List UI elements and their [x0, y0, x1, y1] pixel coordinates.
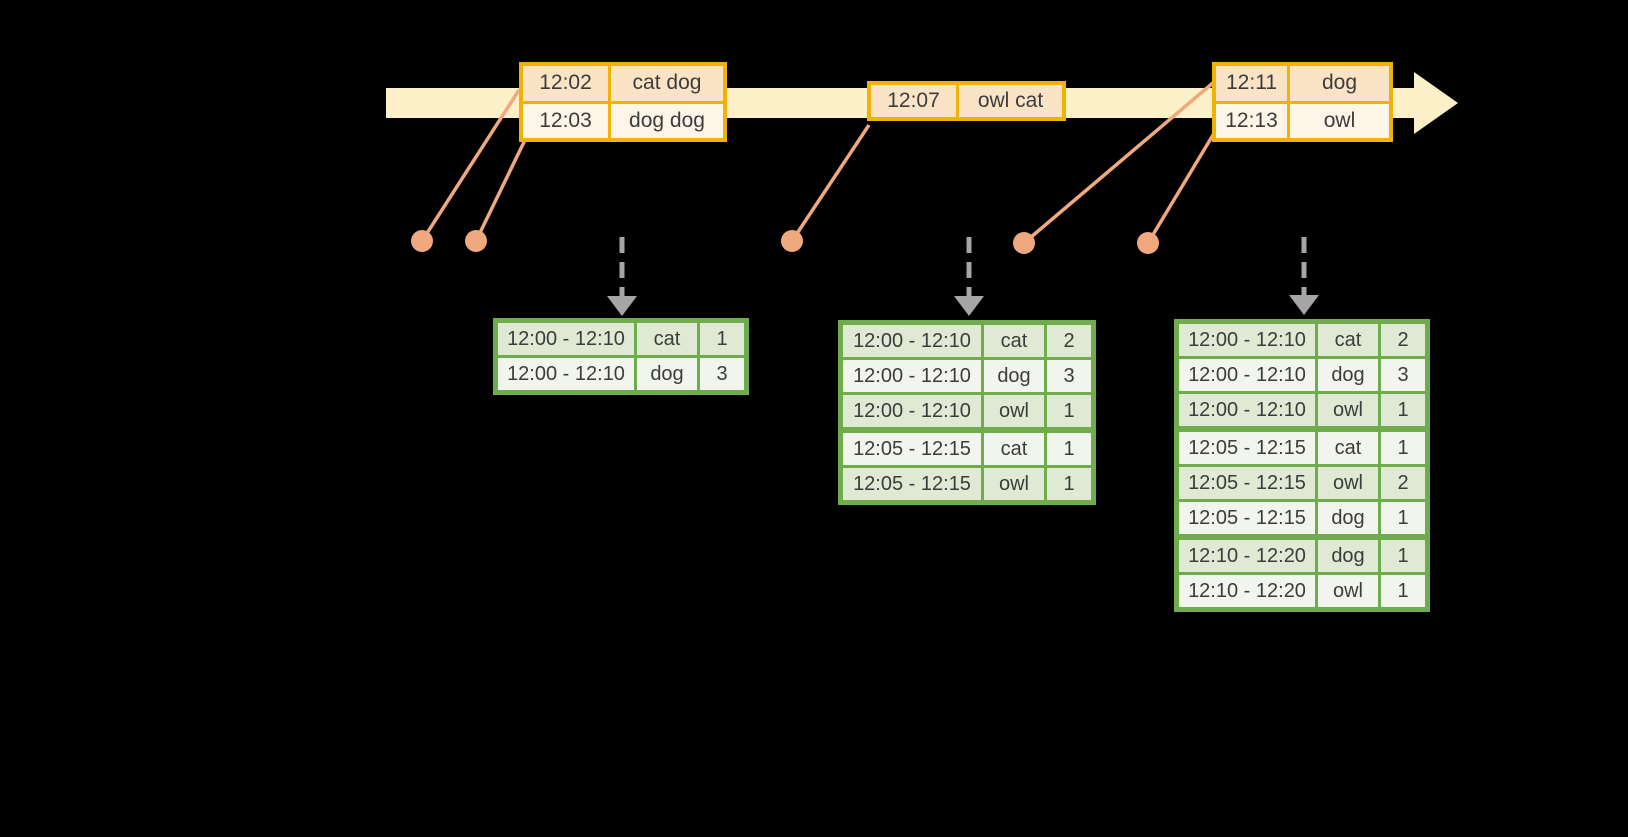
window-cell: 12:00 - 12:10	[498, 323, 634, 355]
table-row: 12:00 - 12:10 owl 1	[1179, 394, 1425, 426]
event-connector-line	[1022, 80, 1216, 245]
count-cell: 1	[1381, 575, 1425, 607]
window-cell: 12:05 - 12:15	[843, 468, 981, 500]
table-row: 12:00 - 12:10 cat 2	[1179, 324, 1425, 356]
event-dot	[411, 230, 433, 252]
count-cell: 1	[700, 323, 744, 355]
event-time: 12:02	[523, 66, 608, 101]
word-cell: owl	[1318, 575, 1378, 607]
word-cell: owl	[984, 395, 1044, 427]
word-cell: cat	[984, 325, 1044, 357]
count-cell: 3	[1381, 359, 1425, 391]
count-cell: 3	[1047, 360, 1091, 392]
event-connector-line	[474, 139, 527, 242]
word-cell: cat	[984, 433, 1044, 465]
count-cell: 3	[700, 358, 744, 390]
result-table-1: 12:00 - 12:10 cat 1 12:00 - 12:10 dog 3	[493, 318, 749, 395]
event-time: 12:07	[871, 85, 956, 117]
word-cell: cat	[1318, 324, 1378, 356]
table-row: 12:05 - 12:15 cat 1	[843, 433, 1091, 465]
window-cell: 12:10 - 12:20	[1179, 575, 1315, 607]
event-connector-line	[1146, 129, 1218, 244]
window-cell: 12:05 - 12:15	[1179, 432, 1315, 464]
table-row: 12:00 - 12:10 dog 3	[1179, 359, 1425, 391]
word-cell: cat	[637, 323, 697, 355]
table-row: 12:05 - 12:15 dog 1	[1179, 502, 1425, 534]
window-cell: 12:00 - 12:10	[843, 360, 981, 392]
table-row: 12:00 - 12:10 owl 1	[843, 395, 1091, 427]
event-words: dog dog	[611, 103, 723, 138]
window-cell: 12:05 - 12:15	[843, 433, 981, 465]
window-cell: 12:00 - 12:10	[498, 358, 634, 390]
table-row: 12:00 - 12:10 cat 2	[843, 325, 1091, 357]
count-cell: 1	[1047, 395, 1091, 427]
word-cell: owl	[984, 468, 1044, 500]
event-connector-line	[790, 124, 871, 242]
trigger-arrow-head-icon	[607, 296, 637, 316]
result-table-3: 12:00 - 12:10 cat 2 12:00 - 12:10 dog 3 …	[1174, 319, 1430, 612]
event-time: 12:03	[523, 103, 608, 138]
event-connector-line	[420, 89, 521, 242]
event-dot	[465, 230, 487, 252]
word-cell: owl	[1318, 394, 1378, 426]
window-cell: 12:00 - 12:10	[843, 325, 981, 357]
trigger-arrow-head-icon	[954, 296, 984, 316]
window-cell: 12:05 - 12:15	[1179, 467, 1315, 499]
count-cell: 2	[1381, 467, 1425, 499]
event-words: owl cat	[959, 85, 1062, 117]
event-time: 12:13	[1216, 103, 1287, 138]
word-cell: dog	[1318, 502, 1378, 534]
word-cell: dog	[984, 360, 1044, 392]
trigger-arrow-head-icon	[1289, 295, 1319, 315]
count-cell: 1	[1047, 433, 1091, 465]
table-row: 12:00 - 12:10 dog 3	[843, 360, 1091, 392]
word-cell: dog	[1318, 540, 1378, 572]
event-table-2: 12:07 owl cat	[867, 81, 1066, 121]
count-cell: 1	[1381, 502, 1425, 534]
table-row: 12:05 - 12:15 owl 1	[843, 468, 1091, 500]
window-cell: 12:00 - 12:10	[1179, 359, 1315, 391]
event-dot	[1137, 232, 1159, 254]
window-cell: 12:00 - 12:10	[843, 395, 981, 427]
event-words: owl	[1290, 103, 1389, 138]
event-words: cat dog	[611, 66, 723, 101]
window-cell: 12:05 - 12:15	[1179, 502, 1315, 534]
count-cell: 1	[1381, 394, 1425, 426]
table-row: 12:00 - 12:10 dog 3	[498, 358, 744, 390]
count-cell: 1	[1047, 468, 1091, 500]
table-row: 12:00 - 12:10 cat 1	[498, 323, 744, 355]
table-row: 12:05 - 12:15 owl 2	[1179, 467, 1425, 499]
window-cell: 12:00 - 12:10	[1179, 394, 1315, 426]
count-cell: 1	[1381, 432, 1425, 464]
window-cell: 12:00 - 12:10	[1179, 324, 1315, 356]
count-cell: 1	[1381, 540, 1425, 572]
count-cell: 2	[1381, 324, 1425, 356]
table-row: 12:05 - 12:15 cat 1	[1179, 432, 1425, 464]
count-cell: 2	[1047, 325, 1091, 357]
word-cell: dog	[1318, 359, 1378, 391]
event-time: 12:11	[1216, 66, 1287, 101]
event-words: dog	[1290, 66, 1389, 101]
timeline-arrow-head-icon	[1414, 72, 1458, 134]
event-dot	[781, 230, 803, 252]
window-cell: 12:10 - 12:20	[1179, 540, 1315, 572]
table-row: 12:10 - 12:20 dog 1	[1179, 540, 1425, 572]
event-table-1: 12:02 cat dog 12:03 dog dog	[519, 62, 727, 142]
event-table-3: 12:11 dog 12:13 owl	[1212, 62, 1393, 142]
word-cell: cat	[1318, 432, 1378, 464]
result-table-2: 12:00 - 12:10 cat 2 12:00 - 12:10 dog 3 …	[838, 320, 1096, 505]
word-cell: dog	[637, 358, 697, 390]
word-cell: owl	[1318, 467, 1378, 499]
table-row: 12:10 - 12:20 owl 1	[1179, 575, 1425, 607]
event-dot	[1013, 232, 1035, 254]
